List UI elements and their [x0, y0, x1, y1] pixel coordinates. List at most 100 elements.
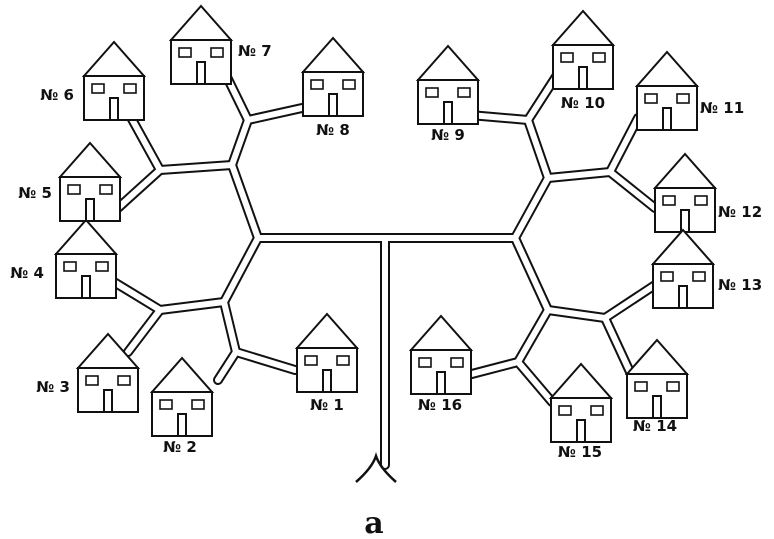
house-window [159, 399, 173, 410]
road-segment-inner [221, 299, 239, 355]
road-segment-inner [512, 175, 551, 241]
road-segment-inner [215, 349, 239, 383]
house-window [67, 184, 81, 195]
house-door [81, 275, 91, 299]
house-label-1: № 1 [310, 396, 344, 414]
road-segment-inner [157, 162, 235, 173]
house-window [425, 87, 439, 98]
house-roof [57, 141, 123, 178]
road-segment-inner [602, 282, 658, 321]
house-window [336, 355, 350, 366]
house-window [558, 405, 572, 416]
house-label-2: № 2 [163, 438, 197, 456]
road-segment-inner [229, 117, 251, 168]
house-16 [408, 314, 474, 395]
house-door [328, 93, 338, 117]
house-window [660, 271, 674, 282]
house-window [692, 271, 706, 282]
road-segment-inner [229, 162, 261, 241]
house-window [191, 399, 205, 410]
house-13 [650, 228, 716, 309]
house-door [578, 66, 588, 90]
house-door [662, 107, 672, 131]
house-window [450, 357, 464, 368]
house-window [178, 47, 192, 58]
road-segment-inner [467, 112, 531, 123]
house-4 [53, 218, 119, 299]
house-roof [408, 314, 474, 351]
road-segment-inner [545, 307, 608, 321]
house-window [310, 79, 324, 90]
house-window [95, 261, 109, 272]
entrance-label: a [364, 506, 383, 539]
road-segment-inner [607, 169, 658, 211]
house-window [590, 405, 604, 416]
house-label-6: № 6 [40, 86, 74, 104]
house-window [63, 261, 77, 272]
house-door [103, 389, 113, 413]
house-2 [149, 356, 215, 437]
house-window [342, 79, 356, 90]
house-window [304, 355, 318, 366]
house-roof [650, 228, 716, 265]
house-window [694, 195, 708, 206]
house-15 [548, 362, 614, 443]
house-roof [548, 362, 614, 399]
house-window [592, 52, 606, 63]
house-door [196, 61, 206, 85]
house-window [644, 93, 658, 104]
road-segment-inner [545, 169, 613, 181]
house-7 [168, 4, 234, 85]
road-segment-inner [515, 307, 551, 365]
house-roof [652, 152, 718, 189]
entrance-arrow [355, 452, 397, 483]
house-door [322, 369, 332, 393]
house-14 [624, 338, 690, 419]
road-segment-inner [245, 105, 305, 123]
house-6 [81, 40, 147, 121]
house-label-8: № 8 [316, 121, 350, 139]
houses [53, 4, 718, 443]
house-window [210, 47, 224, 58]
house-label-3: № 3 [36, 378, 70, 396]
house-roof [294, 312, 360, 349]
house-roof [168, 4, 234, 41]
road-segment-inner [607, 115, 641, 175]
road-segment-inner [602, 315, 633, 375]
road-segment-inner [515, 359, 555, 405]
house-label-10: № 10 [561, 94, 605, 112]
house-door [652, 395, 662, 419]
road-segment-inner [221, 235, 261, 305]
house-roof [415, 44, 481, 81]
house-window [634, 381, 648, 392]
house-window [457, 87, 471, 98]
house-label-9: № 9 [431, 126, 465, 144]
house-1 [294, 312, 360, 393]
house-3 [75, 332, 141, 413]
house-window [662, 195, 676, 206]
house-label-11: № 11 [700, 99, 744, 117]
house-roof [550, 9, 616, 46]
house-door [678, 285, 688, 309]
house-11 [634, 50, 700, 131]
road-segment-inner [125, 109, 163, 173]
road-segment-inner [233, 349, 298, 373]
road-segment-inner [465, 359, 521, 378]
road-segment-inner [111, 279, 163, 313]
house-roof [624, 338, 690, 375]
house-window [117, 375, 131, 386]
house-window [666, 381, 680, 392]
house-10 [550, 9, 616, 90]
house-label-12: № 12 [718, 203, 762, 221]
house-label-13: № 13 [718, 276, 762, 294]
house-window [560, 52, 574, 63]
house-label-4: № 4 [10, 264, 44, 282]
house-door [680, 209, 690, 233]
house-label-15: № 15 [558, 443, 602, 461]
house-label-5: № 5 [18, 184, 52, 202]
house-5 [57, 141, 123, 222]
house-window [123, 83, 137, 94]
house-window [676, 93, 690, 104]
house-door [177, 413, 187, 437]
